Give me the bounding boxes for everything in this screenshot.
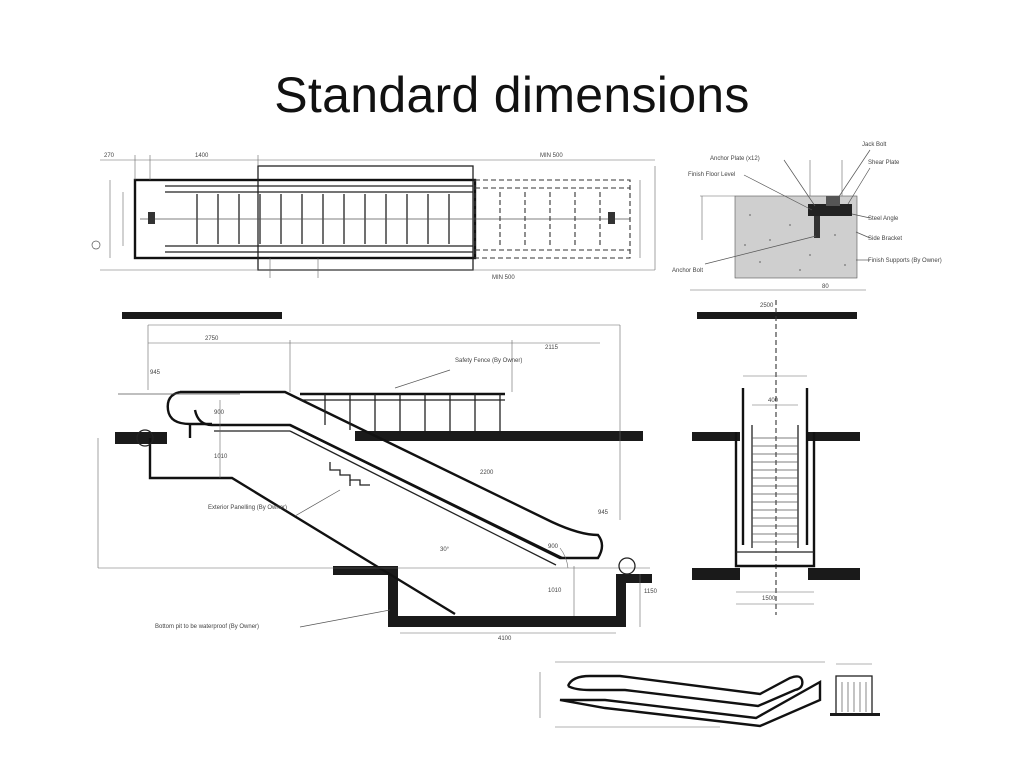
elev-dim-900-lower: 900 [548,544,559,550]
label-jack-bolt: Jack Bolt [862,142,887,148]
elev-dim-900: 900 [214,410,225,416]
safety-fence [300,392,505,431]
label-finish-floor: Finish Floor Level [688,172,735,178]
plan-dim-min-top: MIN 500 [540,153,563,159]
label-safety-fence: Safety Fence (By Owner) [455,358,522,364]
plan-dim-1400: 1400 [195,153,209,159]
section-dim-2500: 2500 [760,303,774,309]
label-shear-plate: Shear Plate [868,160,900,166]
label-anchor-bolt: Anchor Bolt [672,268,703,274]
section-dim-400: 400 [768,398,779,404]
elev-dim-2200: 2200 [480,470,494,476]
elev-dim-1010-lower: 1010 [548,588,562,594]
elev-dim-945: 945 [150,370,161,376]
elev-dim-4100: 4100 [498,636,512,642]
label-bottom-pit: Bottom pit to be waterproof (By Owner) [155,624,259,630]
plan-dim-min-bottom: MIN 500 [492,275,515,281]
small-elevation [539,661,880,728]
plan-dim-270: 270 [104,153,115,159]
cross-section: 2500 400 1500 [692,300,860,615]
elev-angle-30: 30° [440,547,450,553]
elev-dim-945-lower: 945 [598,510,609,516]
elev-dim-2115: 2115 [545,345,559,351]
slide-title: Standard dimensions [274,67,750,123]
label-steel-angle: Steel Angle [868,216,899,222]
anchor-detail: Anchor Plate (x12) Finish Floor Level Ja… [672,142,942,291]
label-anchor-plate: Anchor Plate (x12) [710,156,760,162]
label-side-bracket: Side Bracket [868,236,902,242]
label-exterior-panel: Exterior Panelling (By Owner) [208,505,287,511]
detail-dim-80: 80 [822,284,829,290]
elev-dim-1150: 1150 [644,589,658,595]
plan-view: 270 1400 MIN 500 MIN 500 [91,153,656,281]
elevation-view: 2750 2115 945 900 1010 900 1010 4100 115… [97,312,658,642]
elev-dim-1010: 1010 [214,454,228,460]
elev-dim-2750: 2750 [205,336,219,342]
section-dim-1500: 1500 [762,596,776,602]
label-finish-supports: Finish Supports (By Owner) [868,258,942,264]
